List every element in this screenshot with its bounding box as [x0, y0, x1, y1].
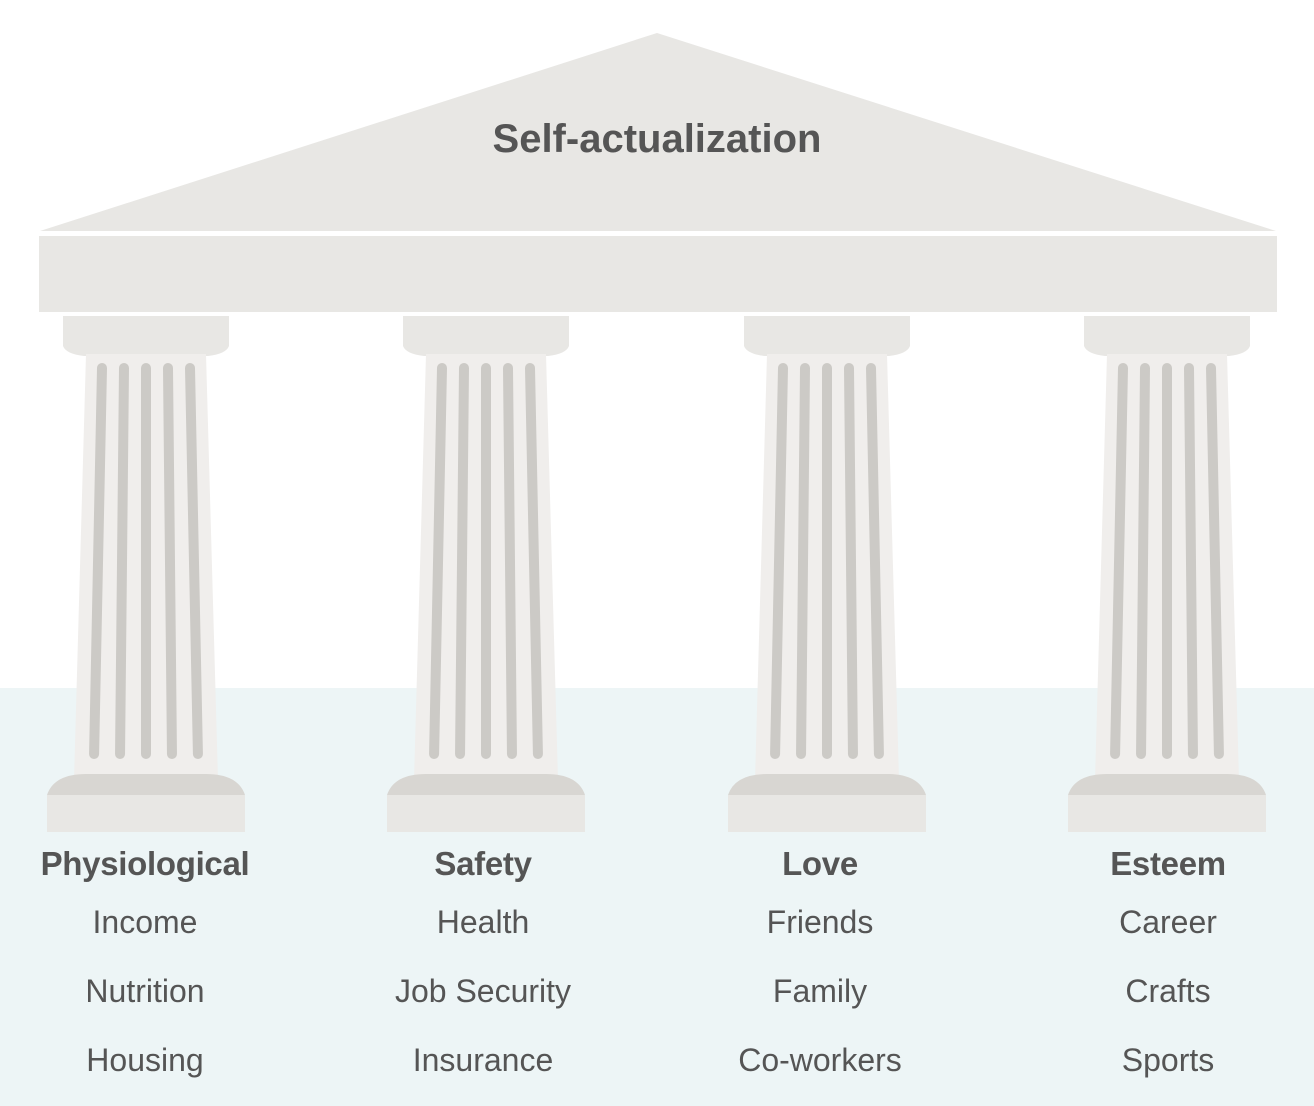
pillar-safety-text: Safety Health Job Security Insurance	[363, 840, 603, 1095]
pillar-item: Sports	[1121, 1042, 1215, 1078]
column-plinth	[728, 795, 926, 832]
pillar-item: Housing	[86, 1042, 204, 1078]
pillars-group	[47, 316, 1266, 832]
column-flute	[844, 363, 858, 759]
pillar-item: Job Security	[394, 973, 572, 1009]
column-capital-curve	[744, 346, 910, 356]
column-capital-curve	[63, 346, 229, 356]
pillar-item: Health	[436, 904, 530, 940]
column-plinth	[47, 795, 245, 832]
column-flute	[1110, 363, 1128, 759]
roof-pediment	[40, 33, 1276, 231]
pillar-item: Friends	[766, 904, 874, 940]
column-base-torus	[387, 774, 585, 795]
roof-label: Self-actualization	[493, 117, 822, 161]
column-flute	[525, 363, 543, 759]
pillar-item: Crafts	[1125, 973, 1211, 1009]
column-flute	[429, 363, 447, 759]
column-plinth	[387, 795, 585, 832]
column-flute	[1136, 363, 1150, 759]
entablature	[39, 236, 1277, 312]
column-flute	[1206, 363, 1224, 759]
ground-band	[0, 688, 1314, 1106]
pillar-love-text: Love Friends Family Co-workers	[700, 840, 940, 1095]
pillar-item: Family	[772, 973, 868, 1009]
column-base-torus	[728, 774, 926, 795]
column-capital-curve	[403, 346, 569, 356]
column-capital-curve	[1084, 346, 1250, 356]
column-flute	[163, 363, 177, 759]
column-flute	[89, 363, 107, 759]
column-plinth	[1068, 795, 1266, 832]
pillar-item: Career	[1119, 904, 1217, 940]
column-capital	[403, 316, 569, 346]
column-flute	[455, 363, 469, 759]
pillar-heading: Love	[782, 845, 858, 882]
column-flute	[1184, 363, 1198, 759]
pillar-heading: Safety	[434, 845, 532, 882]
pillar-physiological-text: Physiological Income Nutrition Housing	[25, 840, 265, 1095]
column-capital	[744, 316, 910, 346]
column-flute	[866, 363, 884, 759]
column-flute	[503, 363, 517, 759]
pillar-heading: Esteem	[1110, 845, 1226, 882]
column-flute	[796, 363, 810, 759]
column-capital	[1084, 316, 1250, 346]
pillar-item: Nutrition	[85, 973, 205, 1009]
column-flute	[115, 363, 129, 759]
column-flute	[185, 363, 203, 759]
pillar-heading: Physiological	[40, 845, 250, 882]
pillar-item: Insurance	[412, 1042, 554, 1078]
column-base-torus	[1068, 774, 1266, 795]
column-base-torus	[47, 774, 245, 795]
pillar-item: Co-workers	[738, 1042, 902, 1078]
pillar-item: Income	[92, 904, 198, 940]
pillar-esteem-text: Esteem Career Crafts Sports	[1048, 840, 1288, 1095]
column-flute	[770, 363, 788, 759]
column-capital	[63, 316, 229, 346]
